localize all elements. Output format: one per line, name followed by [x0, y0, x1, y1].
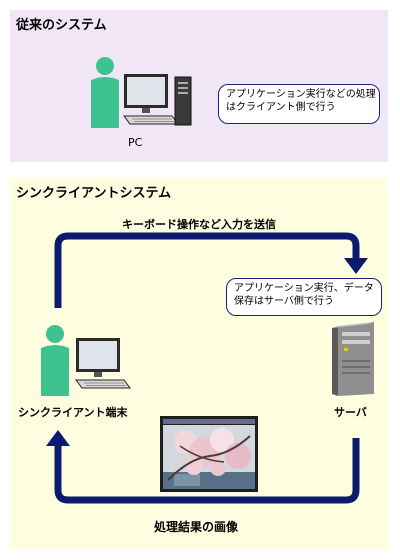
client-processing-note: アプリケーション実行などの処理 はクライアント側で行う [218, 84, 380, 124]
arrow-icon [46, 232, 368, 504]
note-line: はクライアント側で行う [226, 102, 336, 113]
monitor-icon [75, 338, 131, 389]
note-line: アプリケーション実行などの処理 [226, 89, 376, 100]
note-line: アプリケーション実行、データ [234, 283, 374, 294]
person-icon [91, 57, 119, 128]
traditional-system-panel: 従来のシステム PC アプリケーション実行などの処理 はクライアント側で行う [10, 10, 388, 162]
server-icon [332, 322, 374, 396]
server-label: サーバ [334, 406, 367, 419]
note-line: 保存はサーバ側で行う [234, 296, 334, 307]
terminal-label: シンクライアント端末 [18, 406, 128, 419]
server-processing-note: アプリケーション実行、データ 保存はサーバ側で行う [226, 278, 382, 316]
pc-label: PC [128, 136, 143, 149]
tower-icon [174, 76, 192, 126]
monitor-icon [123, 74, 179, 125]
person-icon [41, 325, 69, 396]
traditional-system-title: 従来のシステム [16, 18, 107, 33]
thin-client-system-panel: シンクライアントシステム キーボード操作など入力を送信 アプリケーション実行、デ… [10, 178, 388, 550]
output-arrow-label: 処理結果の画像 [154, 520, 239, 534]
input-arrow-label: キーボード操作など入力を送信 [122, 218, 276, 231]
thin-client-system-title: シンクライアントシステム [16, 186, 172, 201]
screen-image-icon [160, 416, 258, 492]
